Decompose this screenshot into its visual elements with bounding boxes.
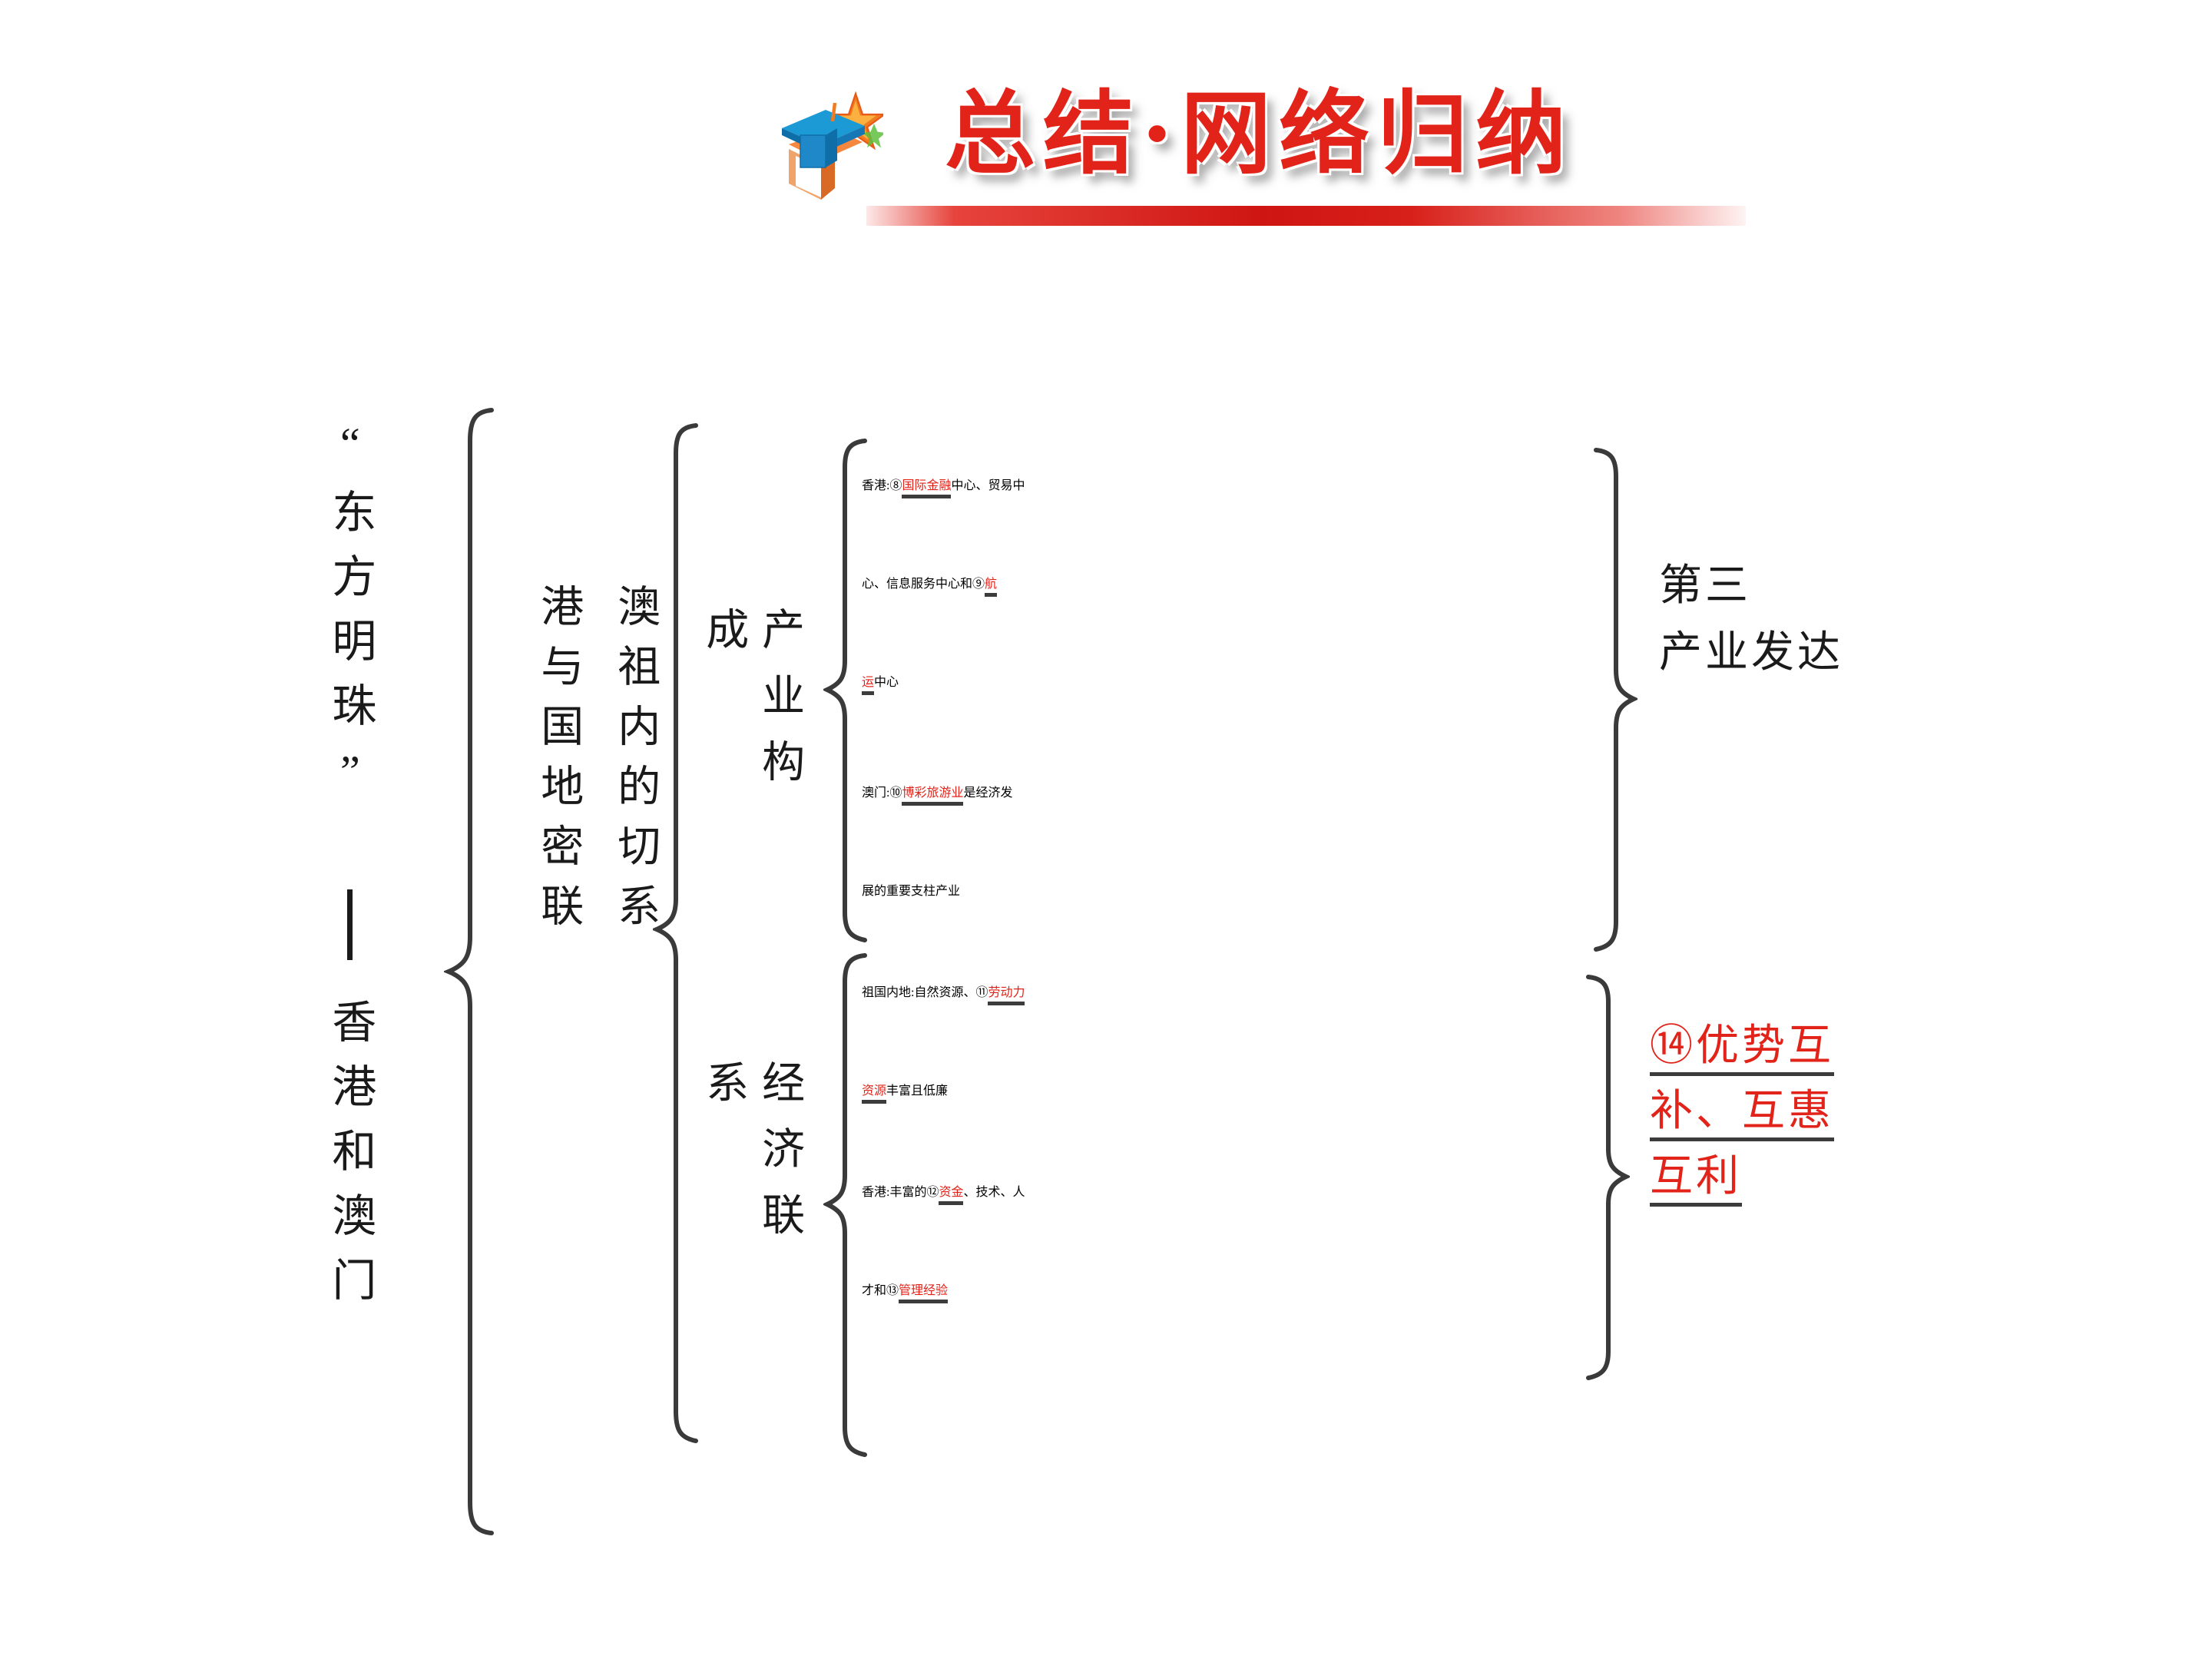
conclusion-line-3: 互利 xyxy=(1650,1144,1834,1210)
conclusion-line-2: 补、互惠 xyxy=(1650,1079,1834,1144)
title-underline-bar xyxy=(866,206,1746,226)
static-text: 祖国内地:自然资源、⑪ xyxy=(862,986,988,999)
text-line: 香港:丰富的⑫资金、技术、人 xyxy=(862,1181,1025,1280)
conclusion-line-1: ⑭优势互 xyxy=(1650,1014,1834,1079)
text-line: 祖国内地:自然资源、⑪劳动力 xyxy=(862,982,1025,1080)
branch-label-column-b: 澳祖内的切系 xyxy=(611,584,659,943)
conclusion-underline-2: 补、互惠 xyxy=(1650,1088,1834,1142)
brace-level-0 xyxy=(444,408,494,1535)
static-text: 才和⑬ xyxy=(862,1284,899,1297)
highlighted-answer: 航 xyxy=(985,578,998,597)
brace-industry-composition xyxy=(823,439,867,942)
text-line: 运中心 xyxy=(862,671,1025,770)
root-label-bottom: 香港和澳门 xyxy=(325,998,376,1321)
slide-header: 总结·网络归纳 xyxy=(0,0,2212,230)
static-text: 中心、贸易中 xyxy=(951,479,1025,492)
text-line: 展的重要支柱产业 xyxy=(862,880,1012,979)
brace-economic-ties xyxy=(823,953,867,1457)
text-line: 香港:⑧国际金融中心、贸易中 xyxy=(862,475,1025,573)
text-line: 心、信息服务中心和⑨航 xyxy=(862,573,1025,671)
text-line: 才和⑬管理经验 xyxy=(862,1280,1025,1378)
highlighted-answer: 运 xyxy=(862,676,875,695)
conclusion-tertiary-industry: 第三 产业发达 xyxy=(1659,562,1843,677)
static-text: 中心 xyxy=(874,676,899,689)
highlighted-answer: 资金 xyxy=(939,1186,964,1205)
brace-close-economy xyxy=(1586,975,1630,1380)
root-label-dash xyxy=(347,889,353,960)
highlighted-answer: 劳动力 xyxy=(988,986,1025,1005)
content-block-macau-industry: 澳门:⑩博彩旅游业是经济发展的重要支柱产业 xyxy=(862,782,1012,979)
text-line: 澳门:⑩博彩旅游业是经济发 xyxy=(862,782,1012,880)
conclusion-mutual-benefit: ⑭优势互 补、互惠 互利 xyxy=(1650,1014,1834,1210)
brace-close-industry xyxy=(1594,448,1637,952)
static-text: 、技术、人 xyxy=(963,1186,1025,1199)
static-text: 是经济发 xyxy=(963,786,1013,800)
content-block-hong-kong-economy: 香港:丰富的⑫资金、技术、人才和⑬管理经验 xyxy=(862,1181,1025,1378)
graduation-cap-icon xyxy=(782,91,883,200)
highlighted-answer: 博彩旅游业 xyxy=(902,786,964,806)
page-title: 总结·网络归纳 xyxy=(945,80,1575,187)
text-line: 资源丰富且低廉 xyxy=(862,1080,1025,1178)
static-text: 澳门:⑩ xyxy=(862,786,902,800)
conclusion-underline-1: ⑭优势互 xyxy=(1650,1022,1834,1076)
highlighted-answer: 资源 xyxy=(862,1084,887,1104)
knowledge-network-diagram: “东方明珠” 香港和澳门 港与国地密联 澳祖内的切系 产业构成 经济联系 香港:… xyxy=(0,230,2212,1659)
highlighted-answer: 管理经验 xyxy=(899,1284,949,1303)
conclusion-underline-3: 互利 xyxy=(1650,1153,1742,1207)
category-label-economic-ties: 经济联系 xyxy=(699,1060,803,1258)
root-label-top: “东方明珠” xyxy=(325,419,376,816)
highlighted-answer: 国际金融 xyxy=(902,479,952,498)
branch-label-column-a: 港与国地密联 xyxy=(534,584,582,943)
static-text: 心、信息服务中心和⑨ xyxy=(862,578,985,591)
content-block-mainland-economy: 祖国内地:自然资源、⑪劳动力资源丰富且低廉 xyxy=(862,982,1025,1178)
static-text: 丰富且低廉 xyxy=(886,1084,949,1098)
category-label-industry-composition: 产业构成 xyxy=(699,607,803,805)
static-text: 香港:⑧ xyxy=(862,479,902,492)
content-block-hong-kong-industry: 香港:⑧国际金融中心、贸易中心、信息服务中心和⑨航运中心 xyxy=(862,475,1025,770)
static-text: 展的重要支柱产业 xyxy=(862,885,961,898)
static-text: 香港:丰富的⑫ xyxy=(862,1186,939,1199)
brace-level-1 xyxy=(653,423,698,1443)
